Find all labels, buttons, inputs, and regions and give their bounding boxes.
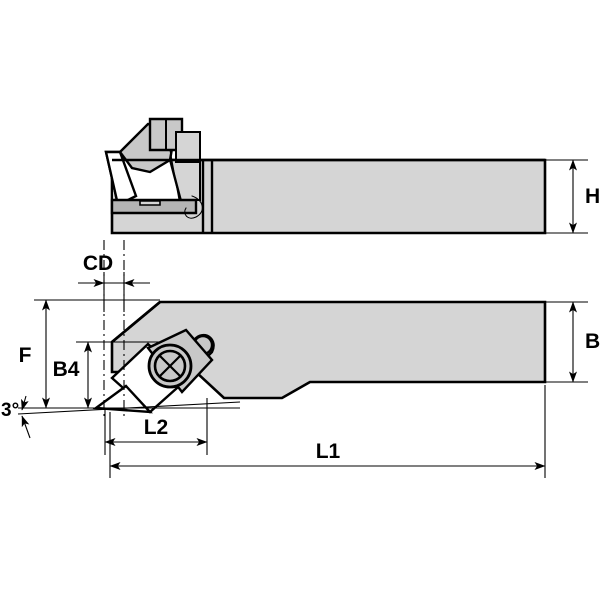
- side-view-head-chamfer: [111, 301, 161, 343]
- top-view-insert-base-shelf: [110, 198, 198, 215]
- l2-dimension-label: L2: [144, 416, 169, 439]
- b-dimension-label: B: [585, 330, 600, 353]
- l1-dimension-label: L1: [316, 440, 341, 463]
- f-dimension-label: F: [19, 344, 32, 367]
- angle-arrow-upper: [21, 395, 29, 411]
- side-view-group: B CD F B4 3° L2: [1, 252, 600, 478]
- angle-arrow-lower: [21, 415, 31, 439]
- top-view-lever-hook: [184, 195, 203, 219]
- angle-inclined-line: [17, 401, 241, 415]
- top-view-screw-head-block: [175, 131, 201, 163]
- h-dimension-label: H: [585, 185, 600, 208]
- top-view-group: H: [104, 117, 600, 235]
- top-view-base-shelf-notch: [139, 200, 161, 206]
- alignment-lines-group: [103, 240, 125, 420]
- cd-dimension-label: CD: [83, 252, 113, 275]
- b4-dimension-label: B4: [53, 358, 80, 381]
- side-view-screw-drive-line-2: [159, 355, 181, 377]
- top-view-cutting-corner-flank: [104, 150, 138, 207]
- side-view-holder-body: [110, 300, 547, 400]
- angle-3-degree-label: 3°: [1, 400, 19, 421]
- side-view-pocket-relief-step: [281, 381, 311, 399]
